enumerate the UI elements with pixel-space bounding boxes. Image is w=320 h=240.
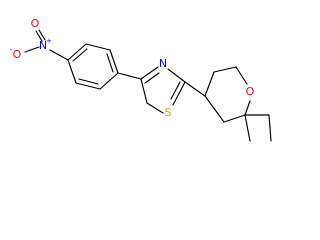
bond-ethyl-2	[268, 114, 272, 142]
bond-thiazole-oxane	[184, 81, 206, 97]
bond-benzene-5-inner	[78, 78, 99, 85]
bond-benzene-5	[75, 82, 101, 90]
thiazole-nitrogen-symbol: N	[159, 57, 167, 70]
bond-benzene-3	[109, 49, 119, 74]
nitro-oxygen-single-charge: -	[10, 46, 13, 54]
bond-c2-s1	[172, 81, 186, 106]
bond-benzene-2	[85, 43, 111, 51]
thiazole-sulfur-symbol: S	[165, 106, 172, 119]
bond-oxane-c5-c4	[204, 95, 225, 123]
bond-oxane-c6-c5	[223, 114, 246, 123]
bond-benzene-3-inner	[106, 53, 114, 73]
nitro-oxygen-single-symbol: O	[13, 48, 22, 61]
bond-oxane-c3-c2	[213, 66, 237, 73]
nitro-nitrogen-symbol: N	[39, 39, 47, 52]
pyran-oxygen-symbol: O	[246, 85, 255, 98]
bond-benzene-1-inner	[72, 48, 88, 62]
bond-oxane-o-c6	[244, 100, 251, 116]
bond-benzene-6	[67, 59, 77, 84]
atom-nitro-oxygen-single: O -	[10, 46, 22, 61]
bond-ring-nitrogen	[49, 49, 69, 61]
bond-oxane-c2-o	[235, 66, 248, 85]
bond-c2-s1-inner	[170, 81, 181, 100]
bond-c4-n3	[140, 66, 159, 80]
bond-n-o-double-2	[35, 30, 43, 42]
molecule-structure: N + O O - N S O	[10, 17, 272, 142]
atom-nitro-oxygen-double: O	[31, 17, 40, 30]
atom-nitro-nitrogen: N +	[39, 37, 52, 52]
bond-c4-n3-inner	[144, 72, 160, 84]
bond-n3-c2	[167, 68, 186, 83]
bond-oxane-c4-c3	[204, 71, 215, 97]
bond-methyl	[244, 114, 251, 142]
nitro-oxygen-double-symbol: O	[31, 17, 40, 30]
bond-n-o-double-1	[38, 29, 46, 41]
bond-c5-c4	[140, 78, 148, 104]
bond-benzene-4	[99, 72, 119, 90]
atom-thiazole-sulfur: S	[165, 106, 172, 119]
bond-s1-c5	[146, 102, 164, 114]
atom-pyran-oxygen: O	[246, 85, 255, 98]
bond-n-o-single	[24, 46, 40, 53]
bond-aryl-thiazole	[117, 72, 142, 80]
nitro-nitrogen-charge: +	[46, 37, 52, 45]
bond-benzene-1	[67, 43, 87, 61]
atom-thiazole-nitrogen: N	[159, 57, 167, 70]
